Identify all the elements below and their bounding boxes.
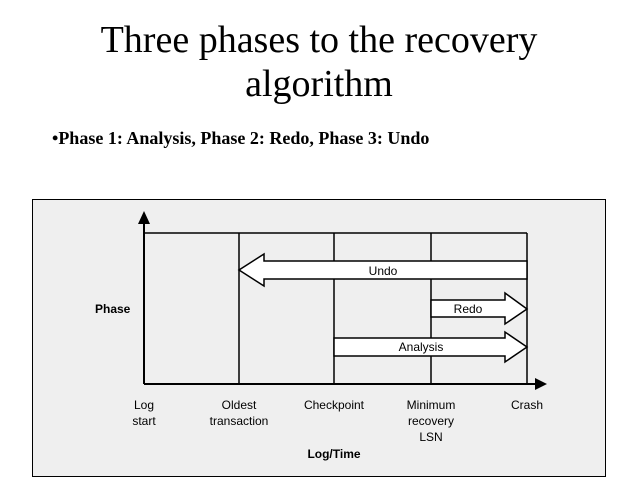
redo-label: Redo <box>454 302 483 316</box>
bullet-marker: • <box>52 128 59 148</box>
tick-label-minlsn-line3: LSN <box>419 430 442 444</box>
undo-label: Undo <box>369 264 398 278</box>
x-axis-arrowhead <box>535 378 547 390</box>
analysis-label: Analysis <box>399 340 444 354</box>
tick-label-log-start-line2: start <box>132 414 156 428</box>
tick-label-log-start-line1: Log <box>134 398 154 412</box>
tick-label-crash: Crash <box>511 398 543 412</box>
slide-title-line1: Three phases to the recovery <box>100 19 538 61</box>
bullet-point: •Phase 1: Analysis, Phase 2: Redo, Phase… <box>52 128 429 149</box>
slide-title: Three phases to the recovery algorithm <box>0 18 638 106</box>
slide-title-line2: algorithm <box>245 63 393 105</box>
y-axis-label: Phase <box>95 302 131 316</box>
tick-label-checkpoint: Checkpoint <box>304 398 365 412</box>
tick-label-oldest-line2: transaction <box>210 414 269 428</box>
redo-arrow <box>430 291 529 326</box>
y-axis-arrowhead <box>138 211 150 224</box>
analysis-arrow <box>333 330 529 364</box>
tick-label-minlsn-line2: recovery <box>408 414 454 428</box>
recovery-diagram: Undo Redo Analysis Phase Log start Oldes… <box>32 199 606 477</box>
undo-arrow <box>237 252 528 288</box>
x-axis-label: Log/Time <box>307 447 360 461</box>
tick-label-oldest-line1: Oldest <box>222 398 257 412</box>
tick-label-minlsn-line1: Minimum <box>407 398 456 412</box>
bullet-text: Phase 1: Analysis, Phase 2: Redo, Phase … <box>58 128 430 148</box>
diagram-canvas: Undo Redo Analysis Phase Log start Oldes… <box>95 211 547 461</box>
